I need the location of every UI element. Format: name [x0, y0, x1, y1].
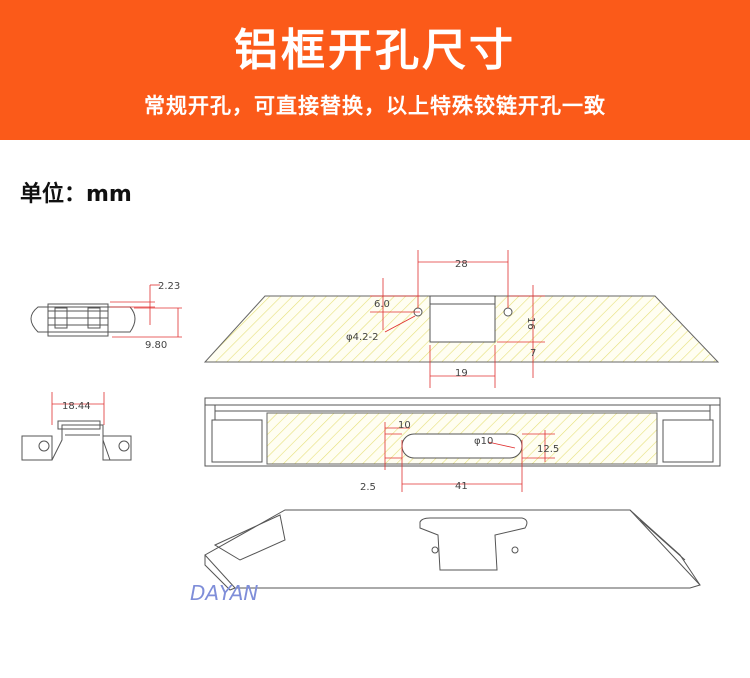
small-hinge-top-view: [30, 284, 182, 338]
watermark-logo: DAYAN: [190, 581, 258, 605]
page-subtitle: 常规开孔，可直接替换，以上特殊铰链开孔一致: [144, 94, 606, 118]
small-hinge-side-view: [21, 392, 132, 461]
dim-top-28: 28: [455, 259, 468, 270]
dim-top-7: 7: [530, 348, 536, 359]
dim-small-18-44: 18.44: [62, 401, 91, 412]
dim-top-hole: φ4.2-2: [346, 332, 378, 343]
dim-front-12-5: 12.5: [537, 444, 559, 455]
top-view-profile: [203, 250, 720, 388]
dim-front-2-5: 2.5: [360, 482, 376, 493]
dim-top-19: 19: [455, 368, 468, 379]
dim-front-41: 41: [455, 481, 468, 492]
dim-small-2-23: 2.23: [158, 281, 180, 292]
unit-label: 单位：mm: [20, 182, 132, 207]
dim-front-hole: φ10: [474, 436, 493, 447]
page-title: 铝框开孔尺寸: [234, 25, 516, 76]
dim-top-6-0: 6.0: [374, 299, 390, 310]
dim-top-16: 16: [525, 317, 536, 330]
front-view-profile: [204, 397, 721, 492]
dim-small-9-80: 9.80: [145, 340, 167, 351]
isometric-view: [204, 509, 701, 591]
dim-front-10: 10: [398, 420, 411, 431]
header-banner: [0, 0, 750, 140]
